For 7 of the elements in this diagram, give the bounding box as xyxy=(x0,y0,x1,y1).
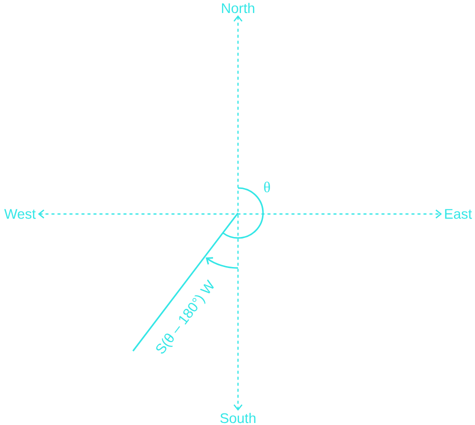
direction-label: West xyxy=(4,209,36,219)
direction-label: East xyxy=(445,209,472,219)
axis-arrow xyxy=(234,15,242,411)
direction-label: North xyxy=(222,2,254,14)
direction-label: South xyxy=(220,412,256,424)
axis-arrow xyxy=(38,210,442,218)
angle-label: θ xyxy=(264,182,270,192)
